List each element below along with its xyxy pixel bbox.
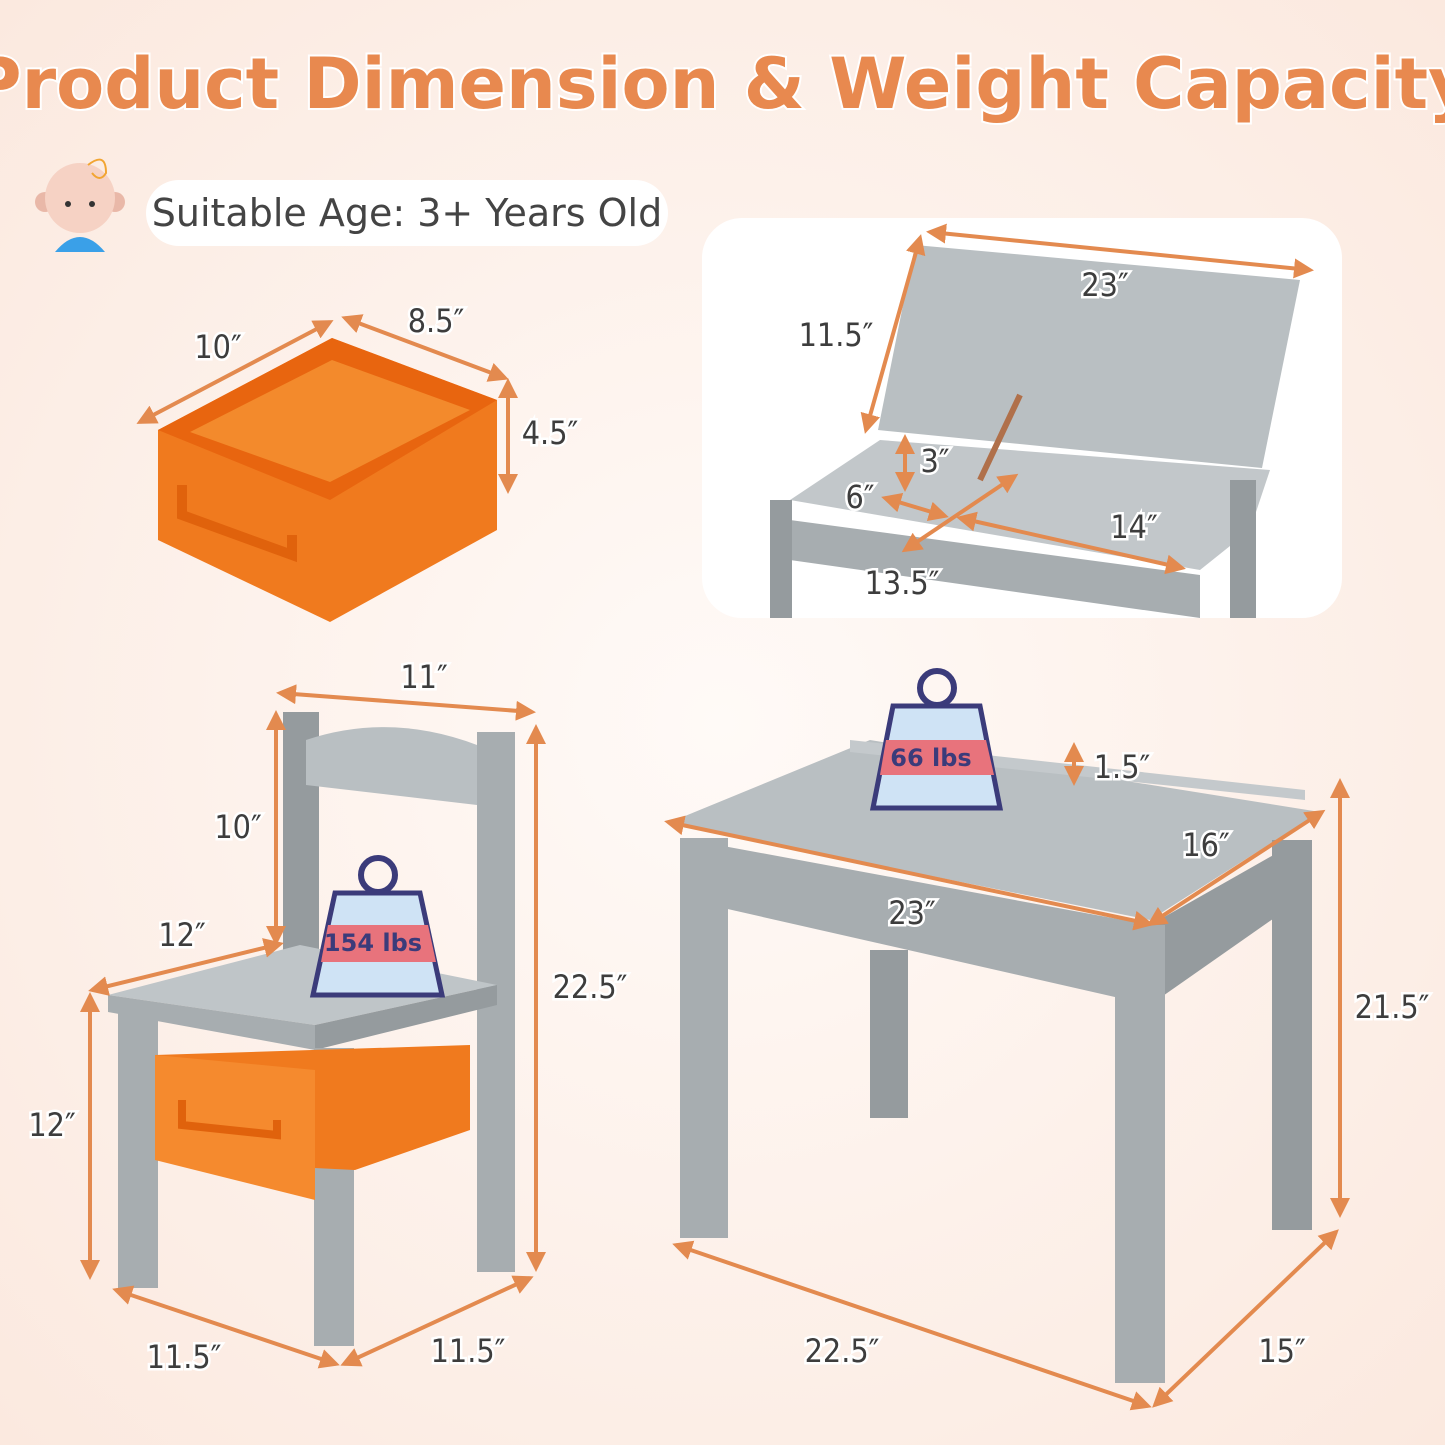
basket-depth-line [341, 314, 509, 382]
diagonal-line [901, 473, 1019, 553]
lid-width-line [860, 234, 926, 434]
chair-base-right-line [340, 1275, 534, 1367]
baby-icon [35, 158, 125, 252]
table-base-depth-label: 15″ [1258, 1332, 1306, 1370]
chair-weight-icon [309, 855, 446, 998]
table-weight-icon [869, 668, 1004, 811]
age-badge [146, 180, 668, 246]
table-height-label: 21.5″ [1355, 988, 1430, 1026]
chair-seat-height-label: 12″ [28, 1106, 76, 1144]
page-title: Product Dimension & Weight Capacity [0, 43, 1445, 125]
chair-height-label: 22.5″ [553, 968, 628, 1006]
compartment-length-label: 14″ [1110, 508, 1158, 546]
basket-depth-label: 8.5″ [408, 302, 465, 340]
table-weight-label: 66 lbs [890, 744, 971, 772]
table-top-length-label: 23″ [888, 894, 936, 932]
chair-top-width-label: 11″ [400, 658, 448, 696]
depth-label: 3″ [920, 442, 949, 480]
table-top-depth-line [1146, 809, 1326, 927]
chair-base-left-line [112, 1285, 340, 1369]
basket-height-label: 4.5″ [522, 414, 579, 452]
table-top-depth-label: 16″ [1182, 826, 1230, 864]
lid-length-label: 23″ [1081, 266, 1129, 304]
diagonal-label: 13.5″ [865, 564, 940, 602]
rail-height-label: 1.5″ [1094, 748, 1151, 786]
basket-width-line [136, 320, 334, 424]
chair-back-height-label: 10″ [214, 808, 262, 846]
compartment-width-label: 6″ [845, 478, 874, 516]
chair-seat-depth-line [88, 938, 284, 996]
chair-weight-label: 154 lbs [324, 929, 422, 957]
table-base-length-line [672, 1240, 1152, 1411]
chair-top-width-line [276, 684, 536, 721]
lid-length-line [926, 223, 1314, 279]
chair-base-left-label: 11.5″ [147, 1338, 222, 1376]
age-badge-text: Suitable Age: 3+ Years Old [152, 191, 662, 235]
table-base-depth-line [1152, 1229, 1339, 1408]
basket-width-label: 10″ [194, 328, 242, 366]
table-base-length-label: 22.5″ [805, 1332, 880, 1370]
lid-width-label: 11.5″ [799, 316, 874, 354]
chair-base-right-label: 11.5″ [431, 1332, 506, 1370]
chair-image [108, 712, 515, 1346]
table-top-length-line [664, 815, 1154, 931]
chair-seat-depth-label: 12″ [158, 916, 206, 954]
